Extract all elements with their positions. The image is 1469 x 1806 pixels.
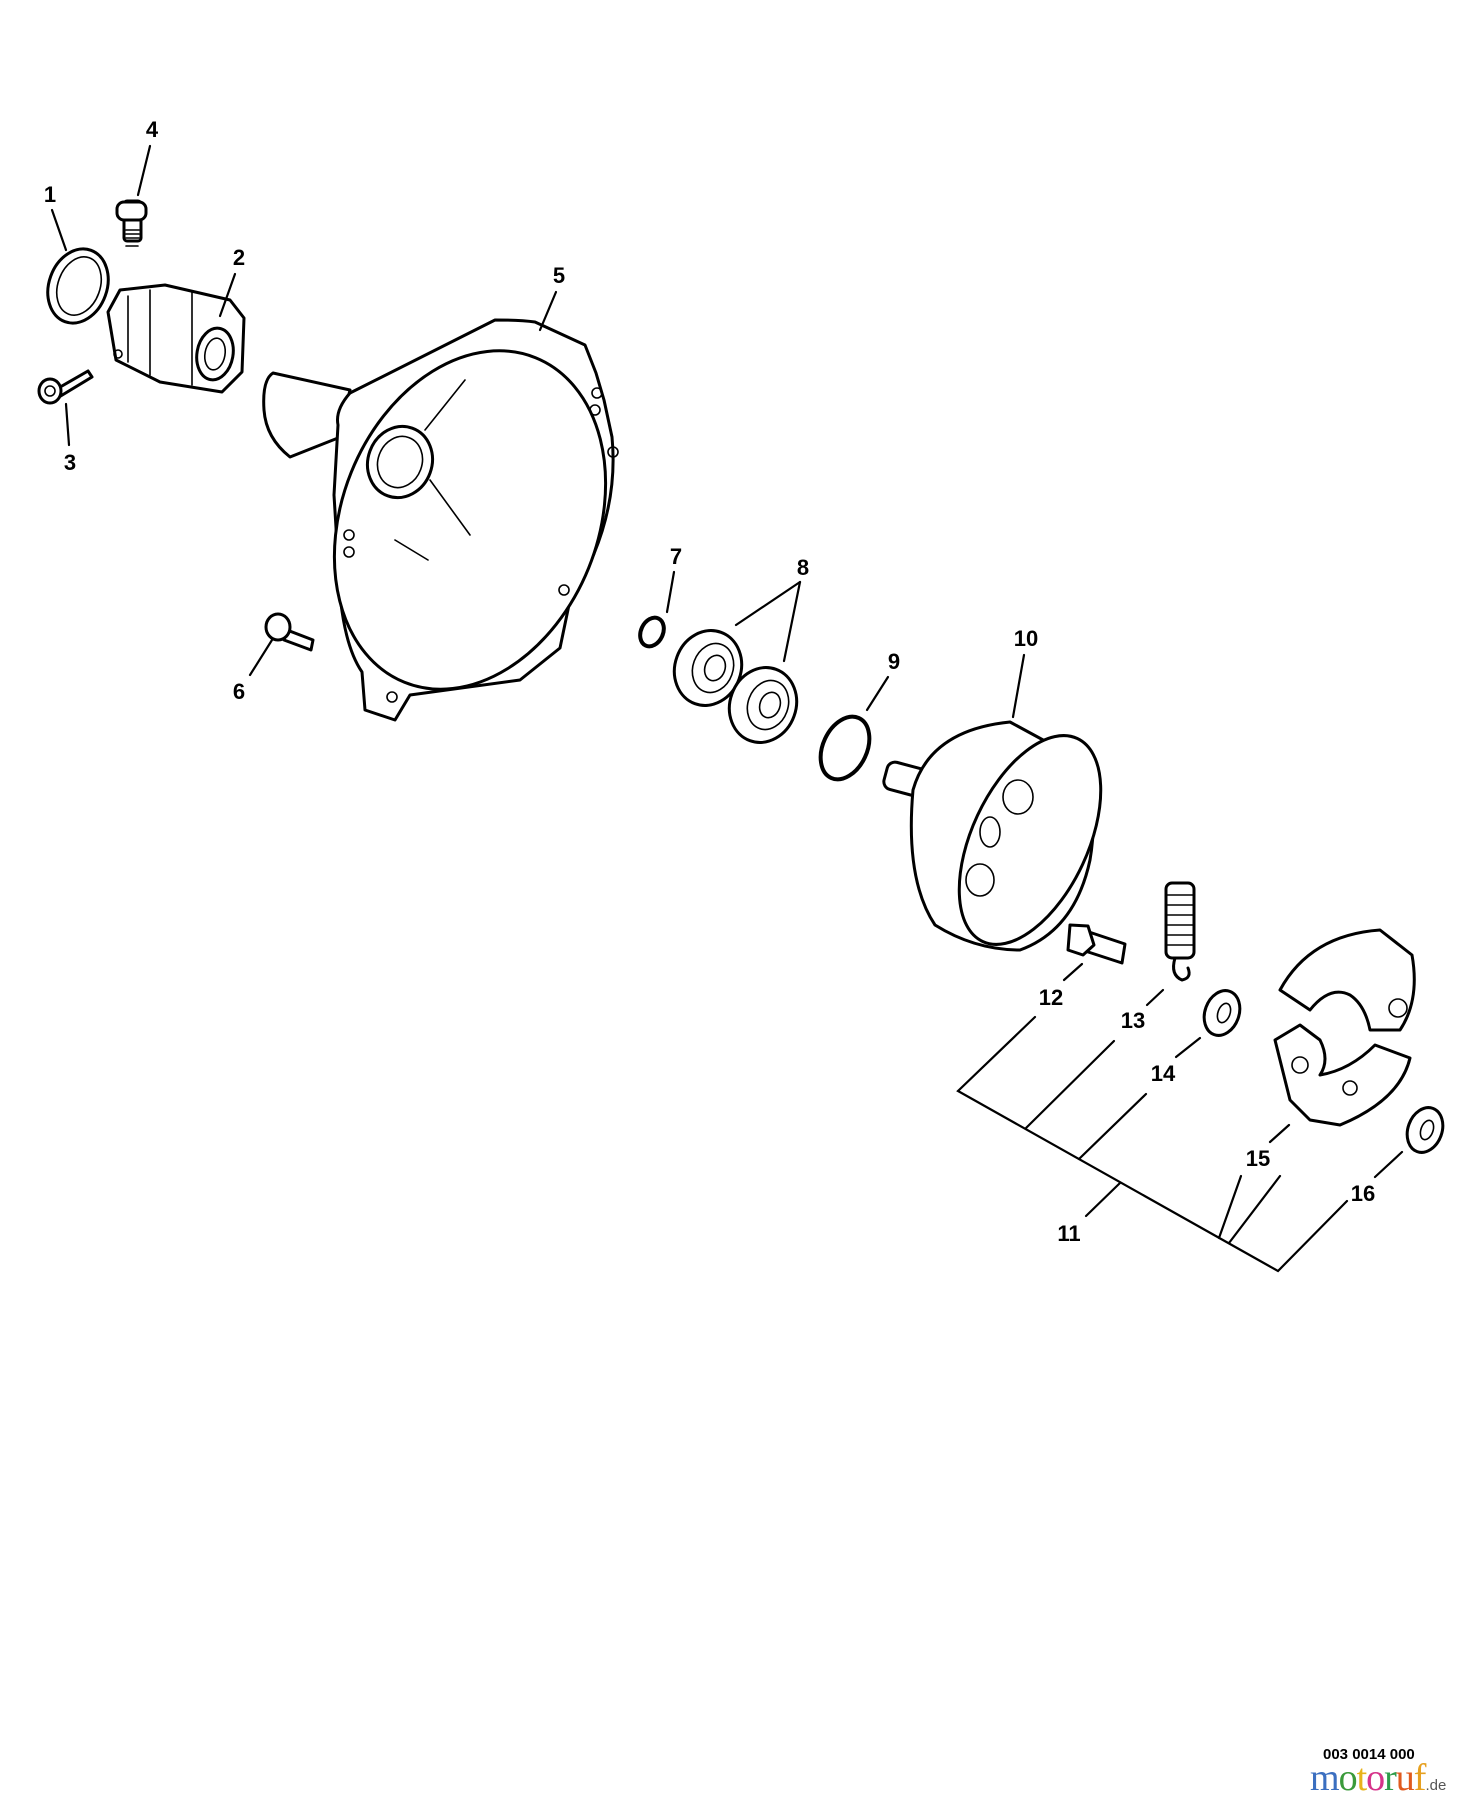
watermark-letter: r [1384, 1757, 1397, 1799]
callout-6[interactable]: 6 [232, 679, 246, 704]
callout-8[interactable]: 8 [796, 555, 810, 580]
part-8-bearing-a[interactable] [664, 621, 752, 715]
part-16-washer[interactable] [1401, 1103, 1449, 1158]
part-9-circlip[interactable] [811, 709, 879, 787]
kit-11-bracket [956, 1015, 1349, 1273]
part-1-snap-ring[interactable] [38, 240, 118, 331]
watermark-letter: o [1366, 1757, 1385, 1799]
callout-2[interactable]: 2 [232, 245, 246, 270]
callout-16[interactable]: 16 [1350, 1181, 1376, 1206]
callout-3[interactable]: 3 [63, 450, 77, 475]
callout-13[interactable]: 13 [1120, 1008, 1146, 1033]
part-13-spring[interactable] [1164, 881, 1196, 982]
callout-12[interactable]: 12 [1038, 985, 1064, 1010]
watermark-logo: motoruf.de [1310, 1758, 1446, 1806]
part-7-circlip[interactable] [636, 614, 669, 650]
watermark-letter: f [1413, 1757, 1427, 1799]
part-8-bearing-b[interactable] [719, 658, 807, 752]
callout-9[interactable]: 9 [887, 649, 901, 674]
part-4-bolt[interactable] [115, 199, 148, 247]
watermark-letter: u [1395, 1757, 1415, 1799]
drawing-code: 003 0014 000 [1323, 1746, 1415, 1763]
callout-7[interactable]: 7 [669, 544, 683, 569]
part-5-clutch-housing[interactable] [262, 310, 655, 730]
leader-lines [50, 144, 1404, 1179]
callout-5[interactable]: 5 [552, 263, 566, 288]
callout-1[interactable]: 1 [43, 182, 57, 207]
part-2-coupling[interactable] [106, 283, 246, 394]
part-15-clutch-shoe-upper[interactable] [1278, 928, 1416, 1032]
callout-10[interactable]: 10 [1013, 626, 1039, 651]
part-14-washer[interactable] [1198, 986, 1246, 1041]
callout-15[interactable]: 15 [1245, 1146, 1271, 1171]
part-15-clutch-shoe-lower[interactable] [1273, 1023, 1412, 1127]
watermark-letter: t [1356, 1757, 1368, 1799]
watermark-letter: m [1310, 1757, 1340, 1799]
part-6-bolt[interactable] [264, 612, 315, 652]
callout-11[interactable]: 11 [1057, 1221, 1081, 1246]
watermark-letter: o [1338, 1757, 1358, 1799]
part-10-clutch-drum[interactable] [882, 714, 1130, 966]
callout-14[interactable]: 14 [1150, 1061, 1176, 1086]
callout-4[interactable]: 4 [145, 117, 159, 142]
part-3-bolt[interactable] [37, 369, 94, 405]
watermark-tld: .de [1425, 1777, 1447, 1794]
part-12-bolt[interactable] [1066, 923, 1127, 965]
